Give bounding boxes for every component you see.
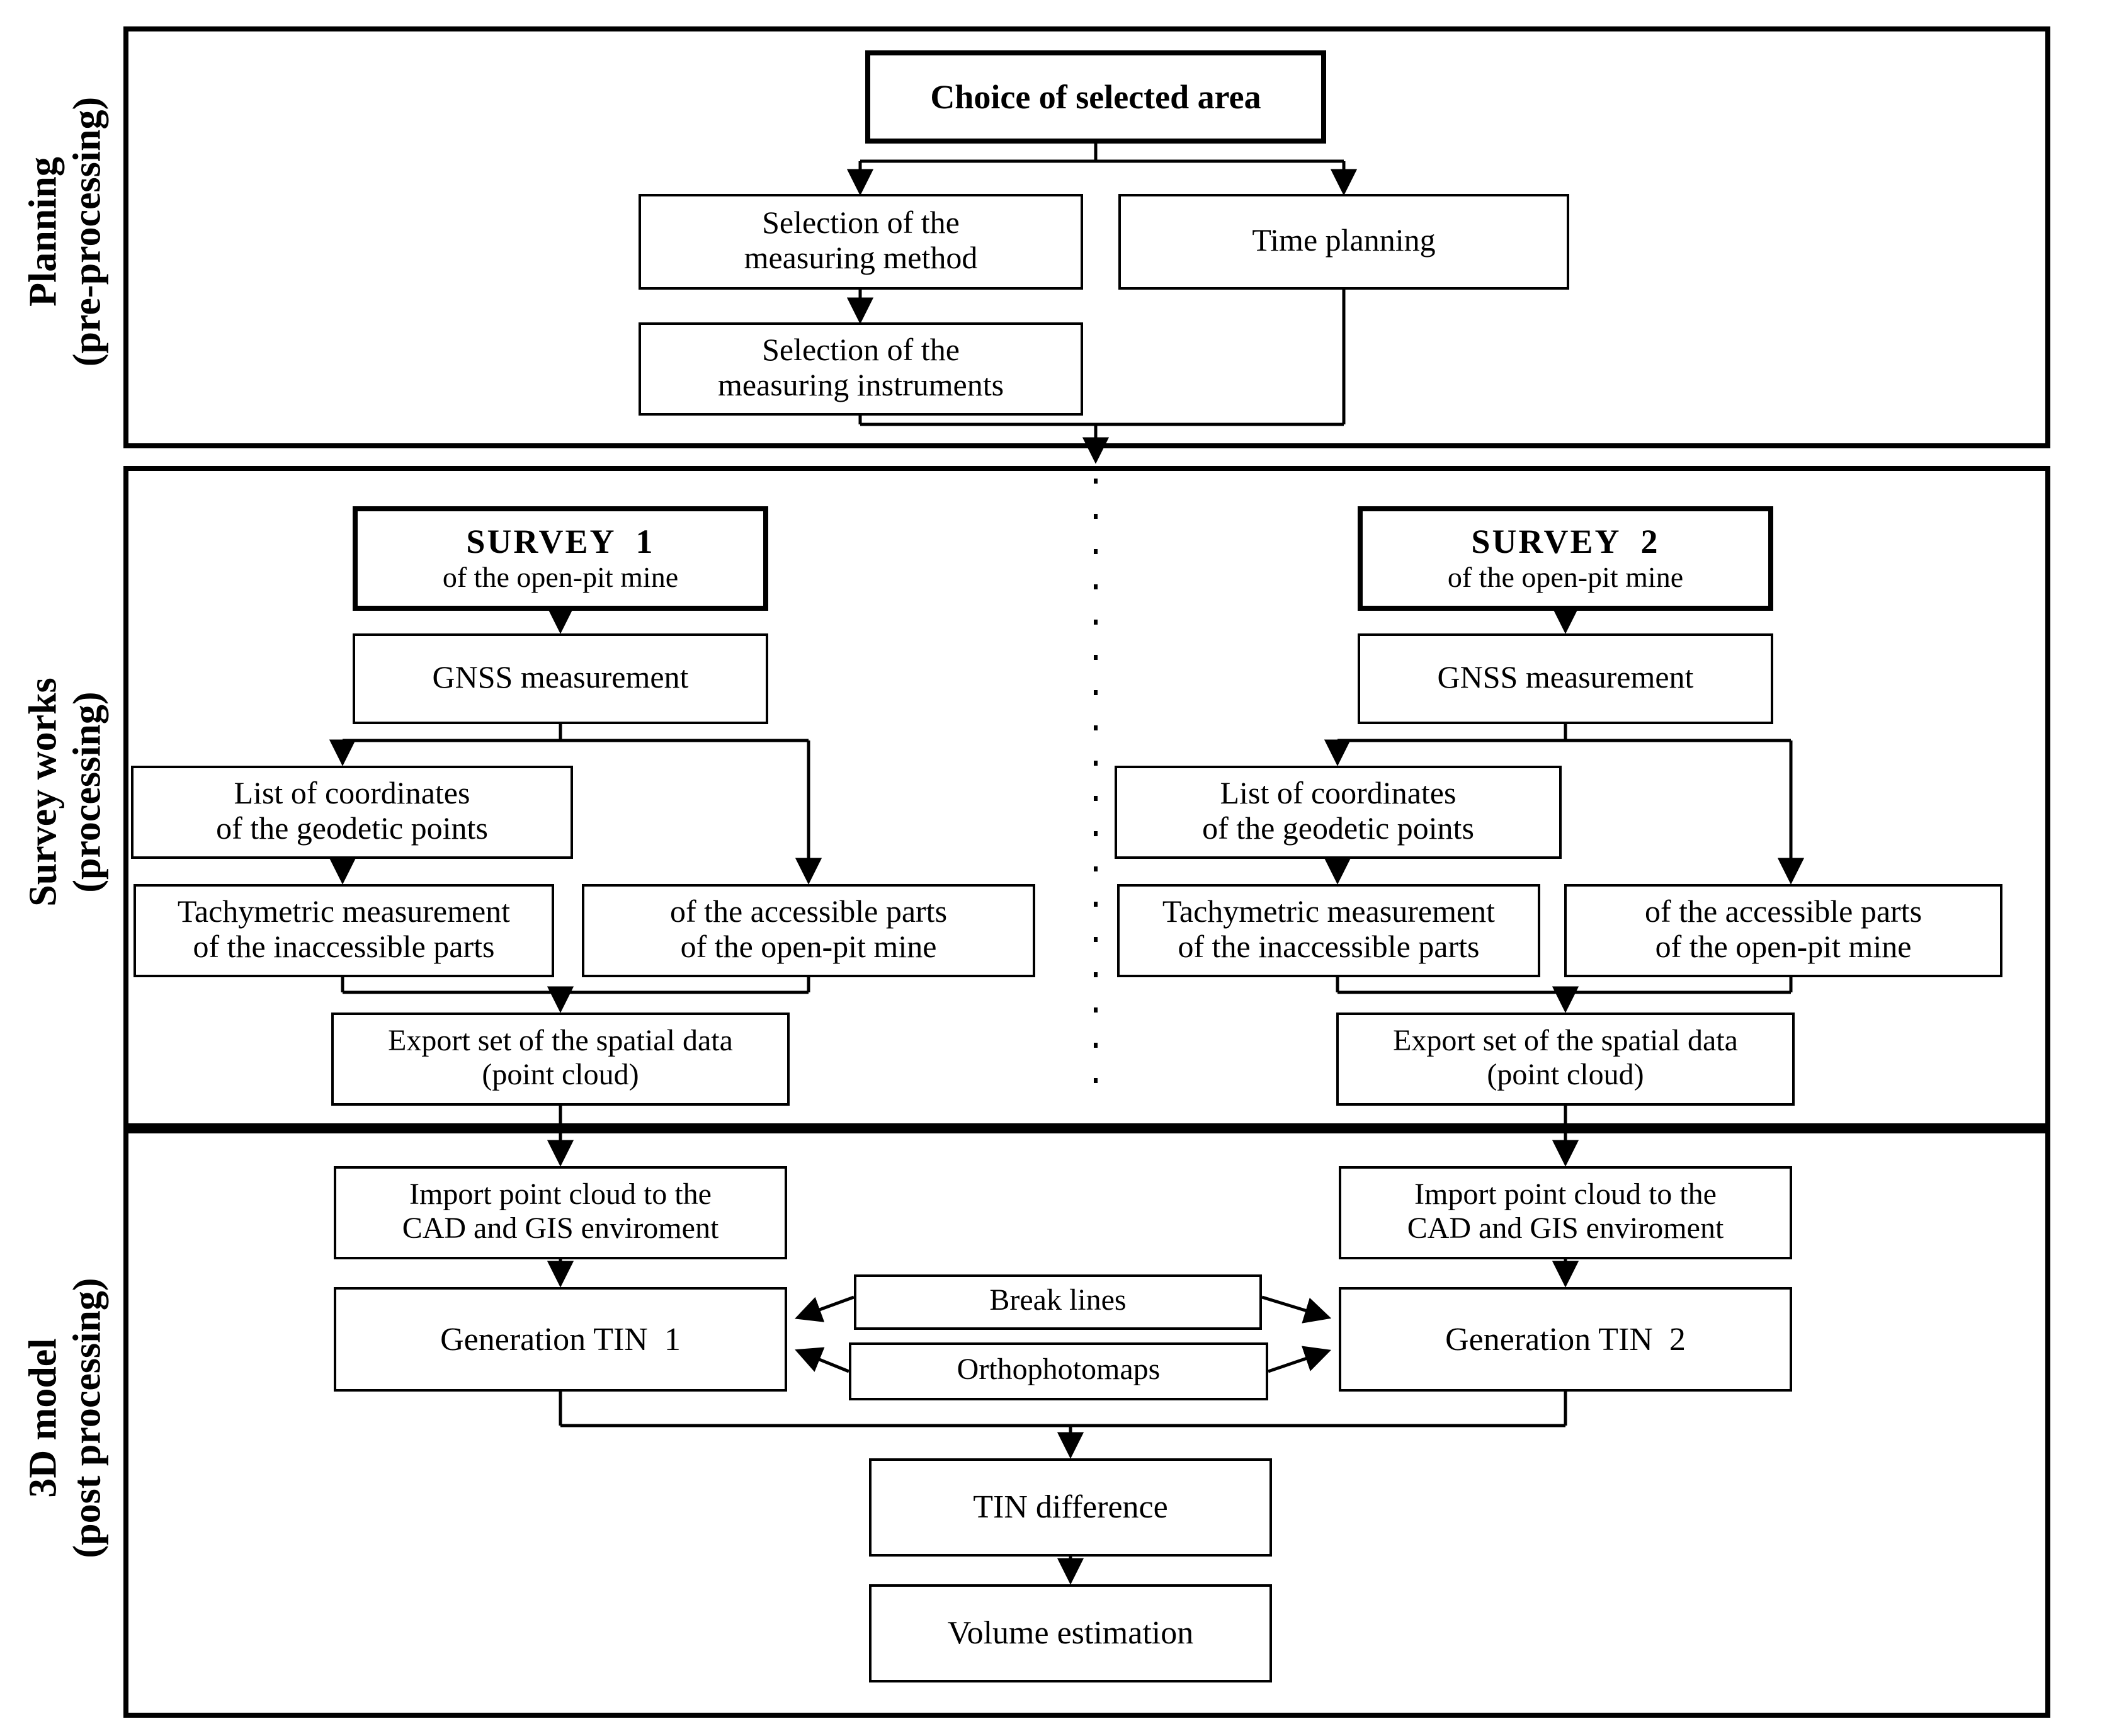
label-survey-line1: Survey works [20, 678, 65, 907]
node-survey-1: SURVEY 1 of the open-pit mine [353, 506, 768, 611]
node-accessible-parts-2: of the accessible parts of the open-pit … [1564, 884, 2002, 977]
node-break-lines: Break lines [854, 1274, 1262, 1330]
node-survey-1-subtitle: of the open-pit mine [442, 561, 679, 593]
node-tachymetric-inaccessible-1: Tachymetric measurement of the inaccessi… [133, 884, 554, 977]
node-time-planning: Time planning [1118, 194, 1569, 290]
node-selection-measuring-instruments: Selection of the measuring instruments [639, 322, 1083, 416]
node-gnss-measurement-1: GNSS measurement [353, 633, 768, 724]
node-generation-tin-1: Generation TIN 1 [334, 1287, 787, 1392]
node-import-cad-gis-2: Import point cloud to the CAD and GIS en… [1339, 1166, 1792, 1259]
node-export-point-cloud-1: Export set of the spatial data (point cl… [331, 1013, 790, 1106]
node-tin-difference: TIN difference [869, 1458, 1272, 1557]
label-survey-works: Survey works (processing) [20, 678, 110, 907]
node-survey-2: SURVEY 2 of the open-pit mine [1358, 506, 1773, 611]
node-coordinates-list-2: List of coordinates of the geodetic poin… [1115, 766, 1562, 859]
label-model-line2: (post processing) [64, 1278, 108, 1558]
node-survey-2-title: SURVEY 2 [1471, 523, 1660, 561]
node-export-point-cloud-2: Export set of the spatial data (point cl… [1336, 1013, 1795, 1106]
node-coordinates-list-1: List of coordinates of the geodetic poin… [131, 766, 573, 859]
node-tachymetric-inaccessible-2: Tachymetric measurement of the inaccessi… [1117, 884, 1540, 977]
node-choice-of-selected-area: Choice of selected area [865, 50, 1326, 144]
node-import-cad-gis-1: Import point cloud to the CAD and GIS en… [334, 1166, 787, 1259]
node-survey-1-title: SURVEY 1 [466, 523, 655, 561]
node-volume-estimation: Volume estimation [869, 1584, 1272, 1682]
label-planning-line1: Planning [20, 157, 65, 307]
node-gnss-measurement-2: GNSS measurement [1358, 633, 1773, 724]
node-accessible-parts-1: of the accessible parts of the open-pit … [582, 884, 1035, 977]
label-model-line1: 3D model [20, 1338, 65, 1498]
label-planning: Planning (pre-processing) [20, 96, 110, 367]
label-survey-line2: (processing) [64, 691, 108, 893]
node-survey-2-subtitle: of the open-pit mine [1447, 561, 1684, 593]
section-3d-model [123, 1128, 2050, 1718]
node-selection-measuring-method: Selection of the measuring method [639, 194, 1083, 290]
section-survey-works [123, 466, 2050, 1128]
label-planning-line2: (pre-processing) [64, 96, 108, 367]
node-generation-tin-2: Generation TIN 2 [1339, 1287, 1792, 1392]
node-orthophotomaps: Orthophotomaps [849, 1342, 1268, 1400]
label-3d-model: 3D model (post processing) [20, 1278, 110, 1558]
